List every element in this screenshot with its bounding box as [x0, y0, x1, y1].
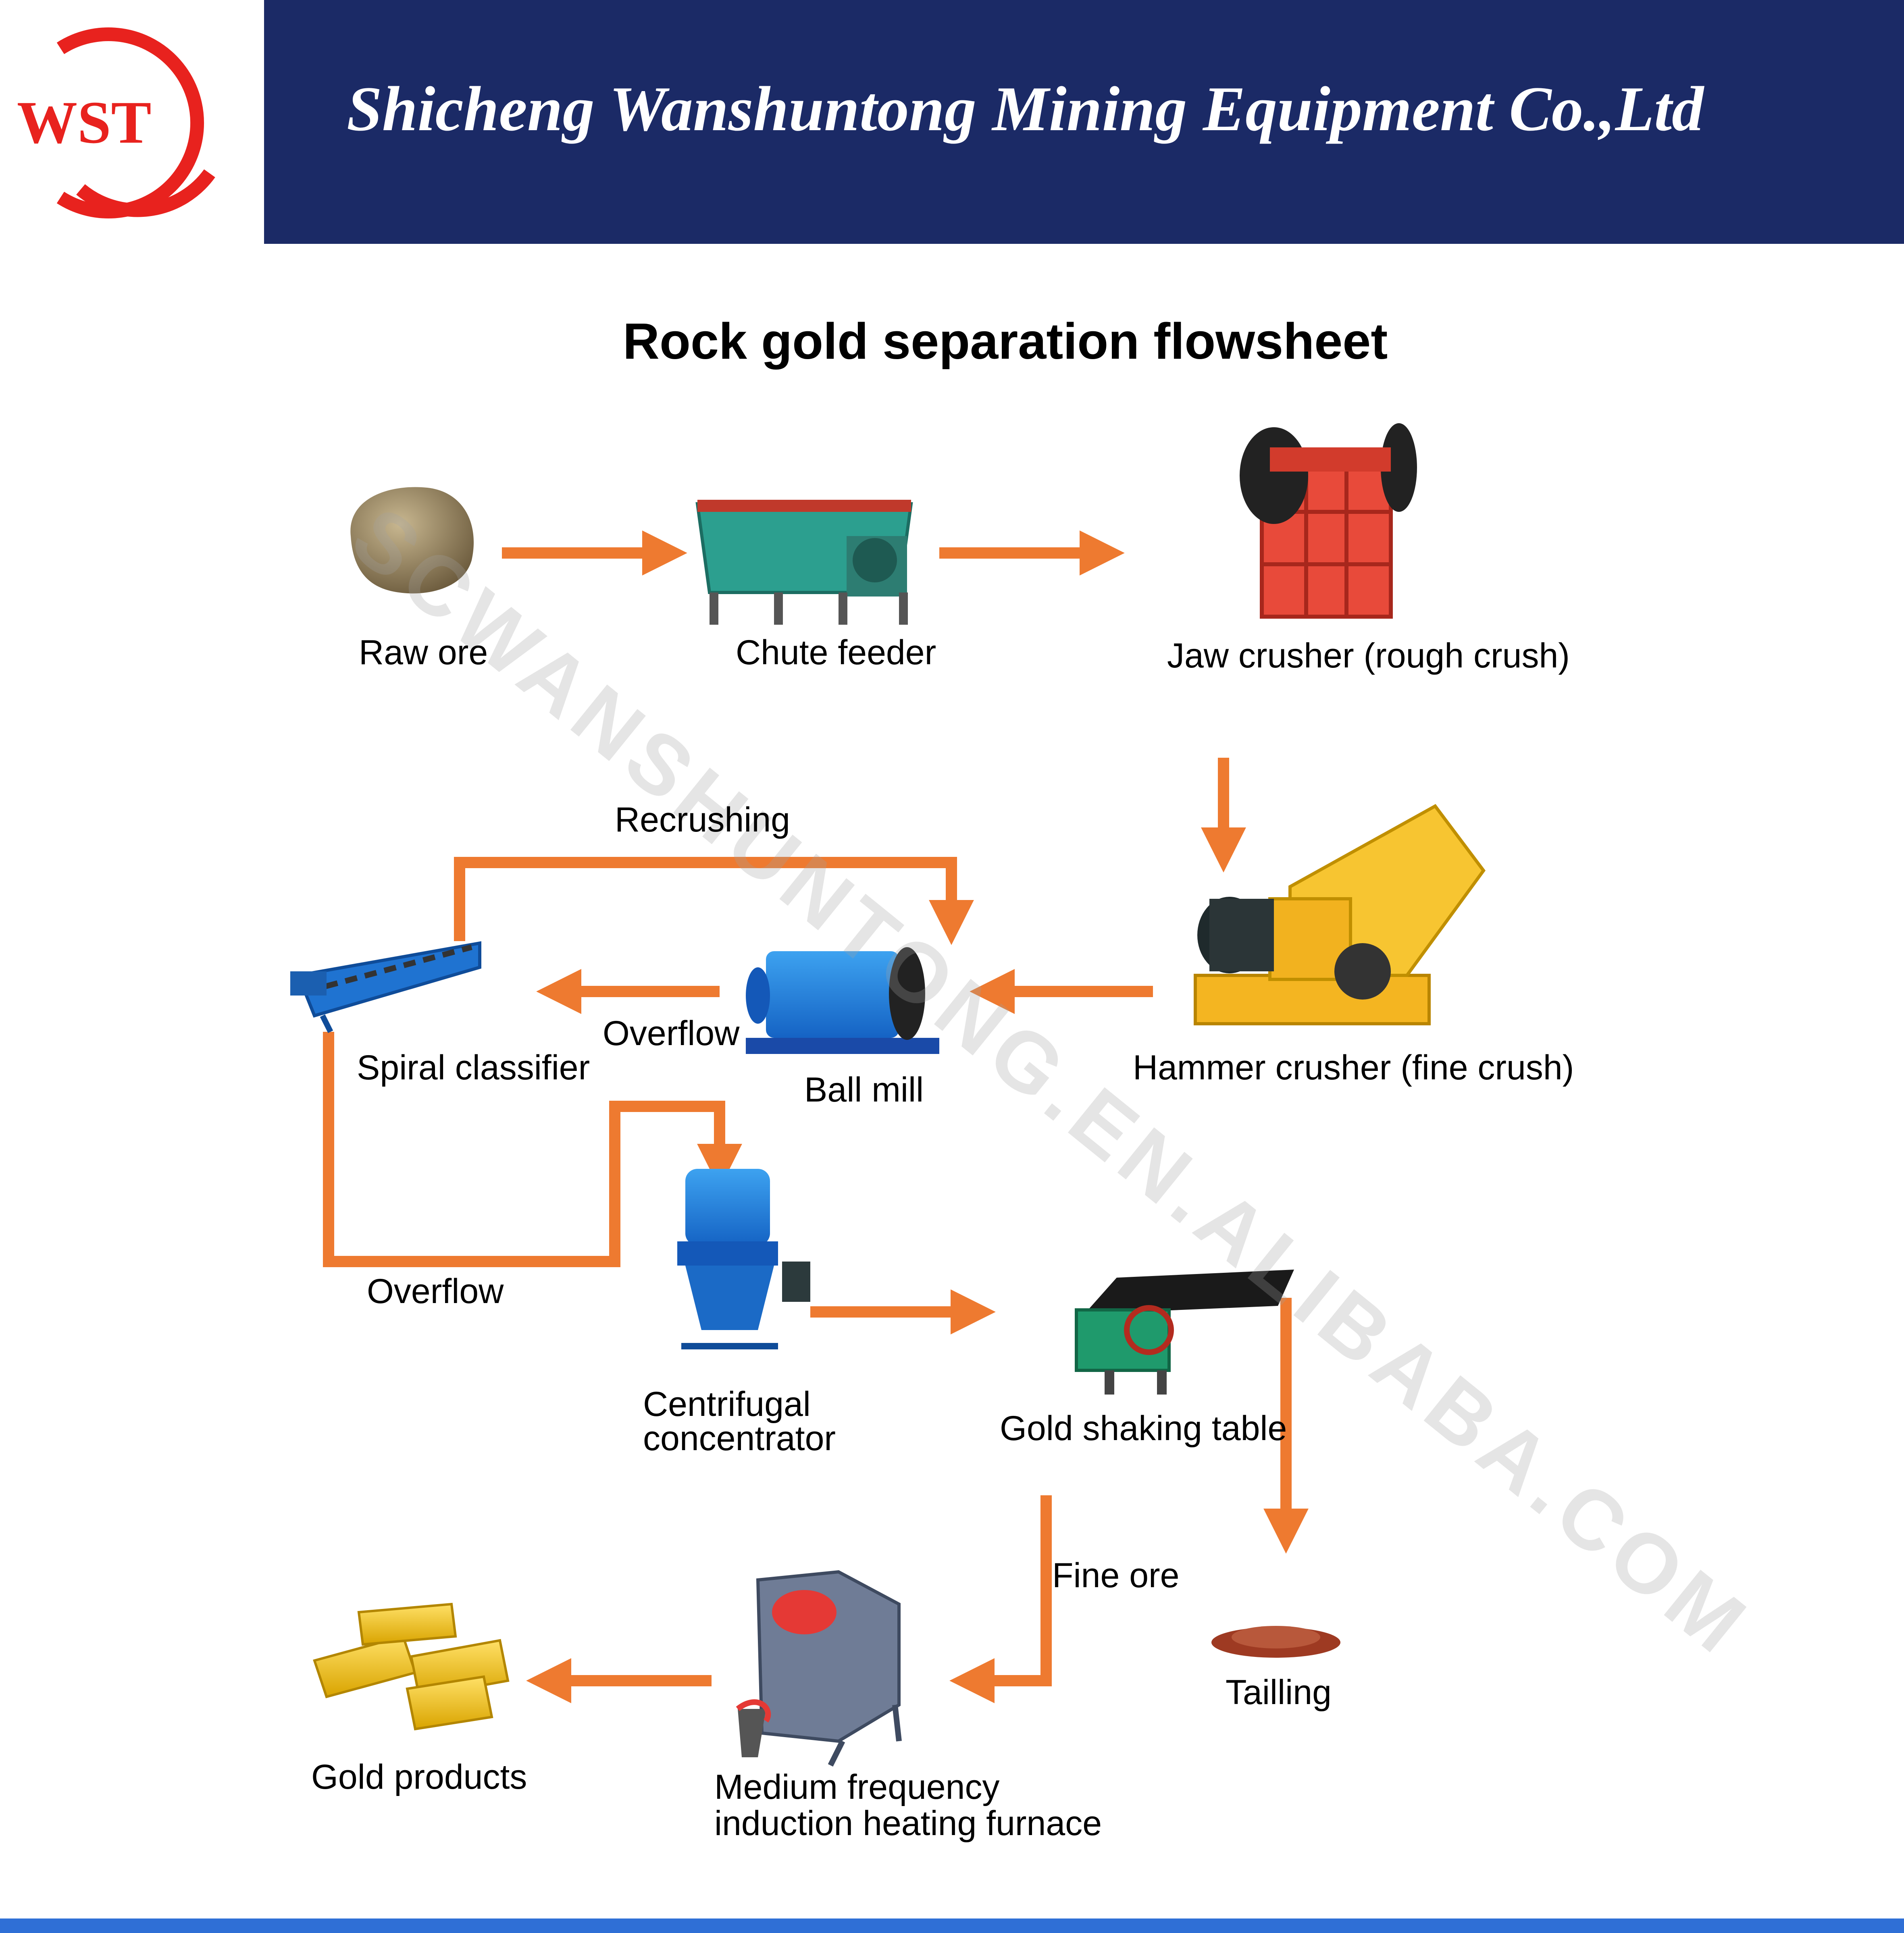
chute-feeder-icon	[695, 500, 913, 625]
label-chute-feeder: Chute feeder	[736, 633, 936, 672]
label-spiral-classifier: Spiral classifier	[357, 1048, 590, 1087]
hammer-crusher-icon	[1194, 804, 1486, 1025]
gold-bars-icon	[313, 1603, 510, 1731]
centrifugal-concentrator-icon	[677, 1169, 810, 1349]
label-jaw-crusher: Jaw crusher (rough crush)	[1167, 636, 1570, 675]
arrow-recrushing-loop	[454, 857, 974, 945]
label-furnace-line1: Medium frequency	[714, 1768, 1000, 1806]
page-title: Rock gold separation flowsheet	[623, 313, 1388, 370]
label-tailling: Tailling	[1226, 1673, 1332, 1712]
ball-mill-icon	[746, 947, 939, 1054]
arrow-classifier-overflow	[323, 1032, 742, 1267]
label-raw-ore: Raw ore	[359, 633, 488, 672]
logo-text: WST	[17, 89, 152, 156]
label-overflow-ballmill: Overflow	[603, 1014, 740, 1053]
label-gold-products: Gold products	[311, 1758, 527, 1796]
bottom-bar	[0, 1918, 1904, 1933]
gold-shaking-table-icon	[1075, 1270, 1294, 1395]
raw-ore-icon	[350, 487, 474, 594]
label-fine-ore: Fine ore	[1052, 1556, 1180, 1595]
label-centrifugal-line2: concentrator	[643, 1419, 836, 1458]
label-hammer-crusher: Hammer crusher (fine crush)	[1133, 1048, 1574, 1087]
arrow-fine-ore	[949, 1495, 1052, 1703]
company-name: Shicheng Wanshuntong Mining Equipment Co…	[347, 74, 1704, 144]
tailling-pile-icon	[1211, 1626, 1340, 1658]
label-overflow-classifier: Overflow	[367, 1272, 504, 1311]
induction-furnace-icon	[736, 1570, 902, 1767]
label-ball-mill: Ball mill	[804, 1070, 924, 1109]
label-centrifugal-line1: Centrifugal	[643, 1385, 811, 1424]
jaw-crusher-icon	[1240, 423, 1417, 619]
label-gold-shaking-table: Gold shaking table	[1000, 1409, 1287, 1448]
header-banner	[264, 0, 1904, 244]
label-furnace-line2: induction heating furnace	[714, 1804, 1102, 1843]
flow-arrows	[323, 530, 1309, 1703]
wst-logo	[56, 27, 215, 218]
spiral-classifier-icon	[290, 941, 481, 1033]
label-recrushing: Recrushing	[615, 800, 790, 839]
